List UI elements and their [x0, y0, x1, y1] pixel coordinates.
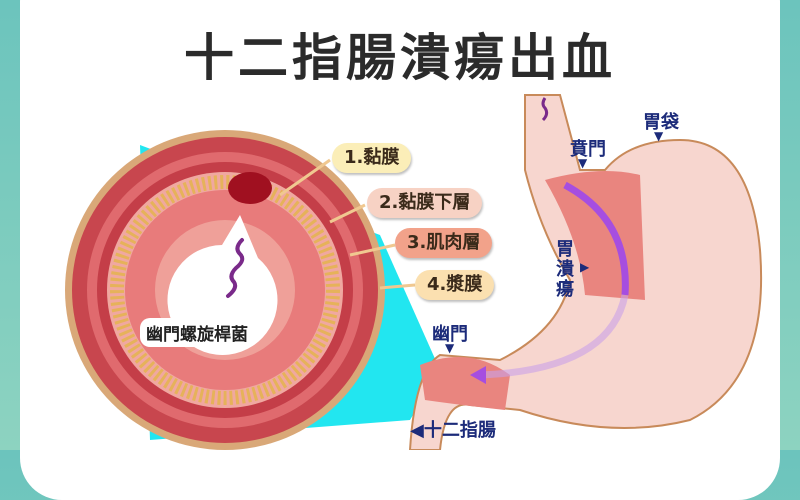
cardia-label: 賁門 [570, 139, 606, 160]
pylorus-label: 幽門 [432, 324, 468, 345]
layer-label-muscle: 3.肌肉層 [395, 228, 493, 258]
stomach-illustration [408, 94, 763, 450]
leader-lines [279, 158, 416, 290]
gastric-ulcer-label: 胃潰瘍 [556, 239, 574, 300]
layer-label-mucosa: 1.黏膜 [332, 143, 412, 173]
h-pylori-icon [226, 238, 245, 298]
ulcer-arrow-icon: ▶ [580, 260, 590, 274]
bacteria-label: 幽門螺旋桿菌 [140, 318, 254, 347]
duodenum-label: ◀十二指腸 [410, 420, 496, 441]
page-title: 十二指腸潰瘍出血 [184, 29, 616, 87]
bleeding-ulcer [228, 172, 272, 204]
illustration [65, 94, 763, 450]
fundus-arrow-icon: ▼ [654, 129, 664, 143]
pylorus-arrow-icon: ▼ [445, 341, 455, 355]
layer-label-serosa: 4.漿膜 [415, 270, 495, 300]
cardia-arrow-icon: ▼ [578, 156, 588, 170]
fundus-label: 胃袋 [643, 112, 679, 133]
layer-label-submucosa: 2.黏膜下層 [367, 188, 483, 218]
